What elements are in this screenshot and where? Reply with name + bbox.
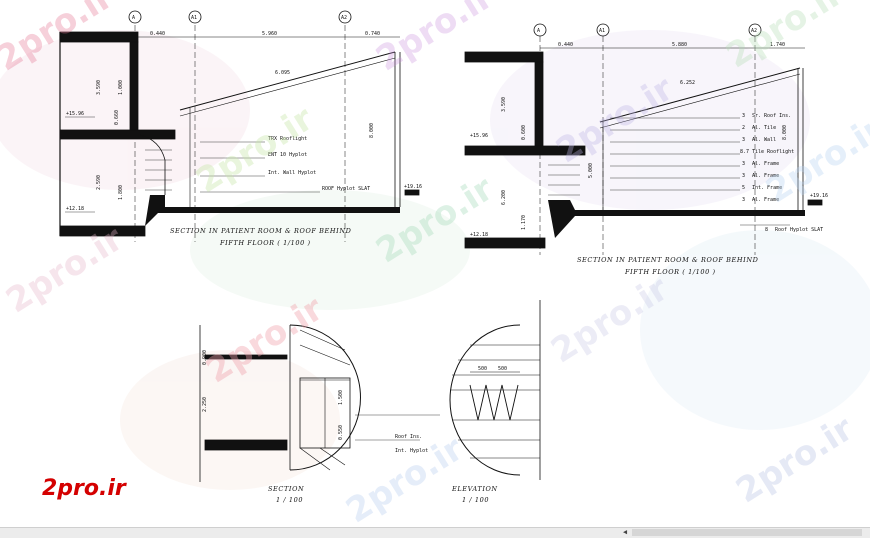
note-label: ROOF Hyplot SLAT xyxy=(322,186,370,192)
dimension-label: 2.590 xyxy=(96,175,102,190)
dimension-label: 0.600 xyxy=(521,125,527,140)
dimension-label: 1.500 xyxy=(338,390,344,405)
right-caption-title: SECTION IN PATIENT ROOM & ROOF BEHIND xyxy=(577,256,759,264)
legend-text: Sr. Roof Ins. xyxy=(752,113,791,119)
grid-bubble-a xyxy=(533,23,547,37)
legend-number: 3 xyxy=(742,137,745,143)
legend-text: Al. Frame xyxy=(752,197,779,203)
dimension-label: 3.590 xyxy=(96,80,102,95)
grid-bubble-a2 xyxy=(338,10,352,24)
grid-label: A xyxy=(132,15,135,21)
legend-text: Int. Frame xyxy=(752,185,782,191)
legend-number: 8 xyxy=(765,227,768,233)
site-logo: 2pro.ir xyxy=(42,476,126,501)
dimension-label: 5.960 xyxy=(262,31,277,37)
dimension-label: 5.000 xyxy=(588,163,594,178)
dimension-label: 0.440 xyxy=(150,31,165,37)
legend-number: 8.7 xyxy=(740,149,749,155)
legend-number: 5 xyxy=(742,185,745,191)
legend-number: 3 xyxy=(742,173,745,179)
drawing-texts: A A1 A2 0.440 5.960 0.740 6.095 3.590 1.… xyxy=(66,15,828,454)
dimension-label: 0.900 xyxy=(202,350,208,365)
section-caption-scale: 1 / 100 xyxy=(276,496,304,504)
grid-bubble-a1 xyxy=(188,10,202,24)
level-label: +12.18 xyxy=(66,206,84,212)
level-label: +15.96 xyxy=(66,111,84,117)
detail-elevation-drawing xyxy=(449,300,541,480)
dimension-label: 1.800 xyxy=(118,185,124,200)
horizontal-scrollbar[interactable]: ◀ xyxy=(0,527,870,538)
note-label: ENT 10 Hyplot xyxy=(268,152,307,158)
legend-text: Al. Frame xyxy=(752,161,779,167)
detail-section-drawing xyxy=(199,324,440,482)
right-section-drawing xyxy=(464,23,823,255)
section-caption-title: SECTION xyxy=(268,485,305,493)
legend-text: Tile Rooflight xyxy=(752,149,794,155)
elevation-caption-title: ELEVATION xyxy=(452,485,498,493)
dimension-label: 1.170 xyxy=(521,215,527,230)
note-label: Roof Ins. xyxy=(395,434,422,440)
dimension-label: 2.250 xyxy=(202,397,208,412)
dimension-label: 6.095 xyxy=(275,70,290,76)
dimension-label: 8.000 xyxy=(369,123,375,138)
legend-text: Al. Frame xyxy=(752,173,779,179)
note-label: Int. Wall Hyplot xyxy=(268,170,316,176)
dimension-label: 500 xyxy=(498,366,507,372)
dimension-label: 8.000 xyxy=(782,125,788,140)
dimension-label: 0.550 xyxy=(338,425,344,440)
grid-label: A2 xyxy=(751,28,757,34)
note-label: TRX Rooflight xyxy=(268,136,307,142)
right-caption-scale: FIFTH FLOOR ( 1/100 ) xyxy=(625,268,716,276)
legend-text: Roof Hyplot SLAT xyxy=(775,227,823,233)
dimension-label: 0.440 xyxy=(558,42,573,48)
level-label: +19.16 xyxy=(810,193,828,199)
dimension-label: 1.000 xyxy=(118,80,124,95)
grid-bubble-a1 xyxy=(596,23,610,37)
grid-label: A1 xyxy=(191,15,197,21)
elevation-caption-scale: 1 / 100 xyxy=(462,496,490,504)
dimension-label: 0.660 xyxy=(114,110,120,125)
grid-label: A1 xyxy=(599,28,605,34)
scroll-left-arrow-icon[interactable]: ◀ xyxy=(622,528,628,536)
left-caption-scale: FIFTH FLOOR ( 1/100 ) xyxy=(220,239,311,247)
grid-bubble-a xyxy=(128,10,142,24)
dimension-label: 5.880 xyxy=(672,42,687,48)
scroll-thumb[interactable] xyxy=(632,529,862,536)
grid-bubble-a2 xyxy=(748,23,762,37)
dimension-label: 500 xyxy=(478,366,487,372)
legend-number: 3 xyxy=(742,197,745,203)
dimension-label: 0.740 xyxy=(365,31,380,37)
level-label: +19.16 xyxy=(404,184,422,190)
grid-label: A xyxy=(537,28,540,34)
legend-number: 3 xyxy=(742,161,745,167)
dimension-label: 1.740 xyxy=(770,42,785,48)
level-label: +15.96 xyxy=(470,133,488,139)
grid-label: A2 xyxy=(341,15,347,21)
legend-number: 3 xyxy=(742,113,745,119)
dimension-label: 6.200 xyxy=(501,190,507,205)
dimension-label: 3.590 xyxy=(501,97,507,112)
legend-text: Al. Tile xyxy=(752,125,776,131)
left-caption-title: SECTION IN PATIENT ROOM & ROOF BEHIND xyxy=(170,227,352,235)
left-section-drawing xyxy=(59,10,420,242)
legend-number: 2 xyxy=(742,125,745,131)
legend-text: Al. Wall xyxy=(752,137,776,143)
dimension-label: 6.252 xyxy=(680,80,695,86)
note-label: Int. Hyplot xyxy=(395,448,428,454)
level-label: +12.18 xyxy=(470,232,488,238)
